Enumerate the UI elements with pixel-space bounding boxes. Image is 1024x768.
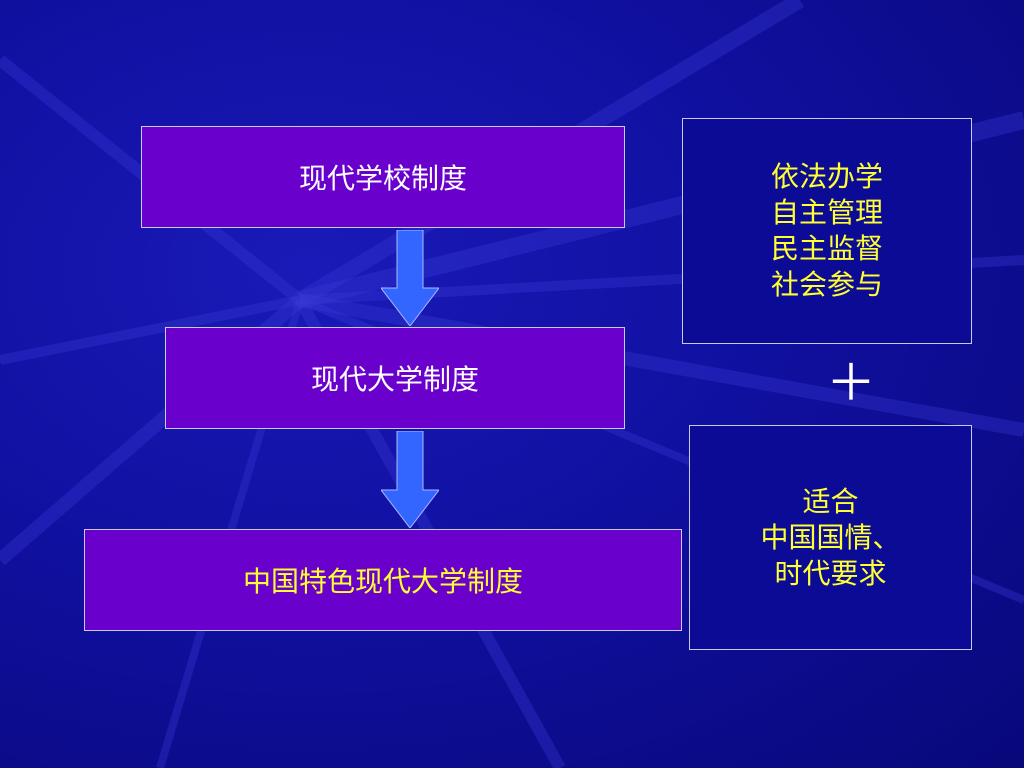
- context-box: 适合 中国国情、 时代要求: [689, 425, 972, 650]
- modern-university-system-box: 现代大学制度: [165, 327, 625, 429]
- down-arrow-1: [381, 230, 439, 326]
- principles-box: 依法办学 自主管理 民主监督 社会参与: [682, 118, 972, 344]
- principle-4: 社会参与: [770, 268, 883, 301]
- modern-school-system-box: 现代学校制度: [141, 126, 625, 228]
- modern-school-system-label: 现代学校制度: [298, 162, 467, 195]
- chinese-modern-university-system-label: 中国特色现代大学制度: [242, 565, 523, 598]
- context-line-2: 中国国情、: [760, 520, 901, 554]
- principle-2: 自主管理: [770, 196, 883, 229]
- principle-3: 民主监督: [770, 232, 883, 265]
- chinese-modern-university-system-box: 中国特色现代大学制度: [84, 529, 682, 631]
- modern-university-system-label: 现代大学制度: [310, 363, 479, 396]
- context-line-1: 适合: [802, 484, 859, 518]
- plus-sign: ＋: [826, 354, 876, 412]
- down-arrow-2: [381, 431, 439, 528]
- principle-1: 依法办学: [770, 160, 883, 193]
- context-line-3: 时代要求: [774, 556, 887, 590]
